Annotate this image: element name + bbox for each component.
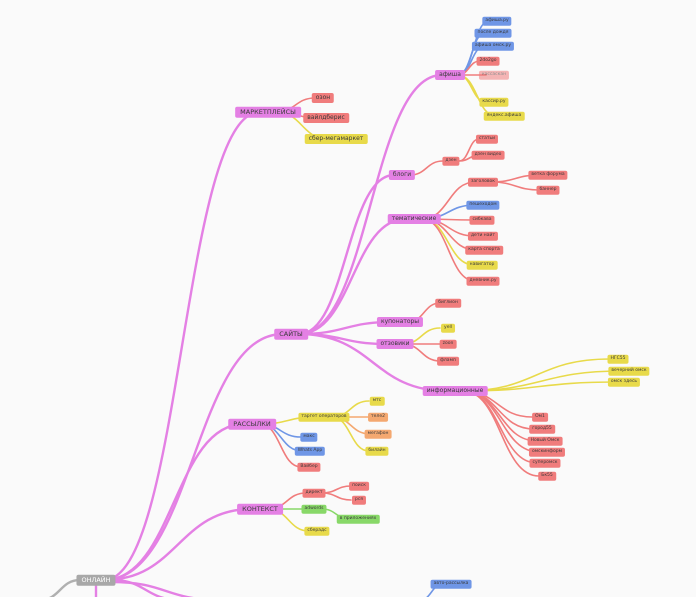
node-afisha-ru[interactable]: афиша.ру: [482, 16, 512, 26]
branch-mailings[interactable]: РАССЫЛКИ: [228, 418, 276, 430]
link-line: [409, 160, 444, 176]
node-otzoviki[interactable]: отзовики: [376, 339, 414, 349]
branch-context-ads[interactable]: КОНТЕКСТ: [237, 503, 283, 515]
node-maks[interactable]: макс: [300, 432, 318, 442]
link-line: [462, 390, 540, 477]
node-auto-rass[interactable]: авто-рассылка: [430, 579, 472, 589]
node-banner[interactable]: баннер: [536, 185, 560, 195]
link-line: [297, 173, 396, 336]
node-sberads[interactable]: сберадс: [304, 526, 330, 536]
branch-sites[interactable]: САЙТЫ: [274, 328, 308, 340]
node-gorod55[interactable]: город55: [529, 424, 555, 434]
link-line: [421, 218, 475, 266]
node-sber[interactable]: сбер-мегамаркет: [304, 134, 368, 144]
node-biglion[interactable]: биглион: [435, 298, 461, 308]
node-superomsk[interactable]: суперомск: [529, 458, 561, 468]
node-afisha-omsk[interactable]: афиша омск.ру: [471, 41, 515, 51]
node-karta-sporta[interactable]: карта спорта: [465, 245, 503, 255]
link-line: [102, 422, 246, 582]
node-zagolovok[interactable]: заголовок: [467, 177, 499, 187]
node-poisk[interactable]: поиск: [349, 481, 369, 491]
link-line: [297, 73, 444, 336]
node-blogs[interactable]: блоги: [388, 170, 416, 180]
node-wb[interactable]: вайлдберис: [303, 113, 349, 123]
node-sibkava[interactable]: сибкава: [469, 215, 495, 225]
node-novy-omsk[interactable]: Новый Омск: [527, 436, 563, 446]
node-vetka[interactable]: ветка форума: [528, 170, 568, 180]
node-bk55[interactable]: Бк55: [538, 471, 556, 481]
node-kassir-dim[interactable]: кассаскан: [478, 70, 510, 80]
node-peshehod[interactable]: пешеходом: [466, 200, 500, 210]
node-dnevnik[interactable]: дневник.ру: [466, 276, 500, 286]
node-vecherny[interactable]: вечерний омск: [608, 366, 650, 376]
node-zoon[interactable]: zoon: [439, 339, 457, 349]
node-posle[interactable]: после дождя: [474, 28, 512, 38]
node-navigator[interactable]: навигатор: [466, 260, 498, 270]
link-line: [102, 110, 262, 582]
node-target-op[interactable]: таргет операторов: [298, 412, 350, 422]
node-dzen-video[interactable]: дзен видео: [471, 150, 505, 160]
link-line: [457, 74, 497, 117]
node-kuponatory[interactable]: купонаторы: [376, 317, 424, 327]
link-line: [110, 578, 165, 597]
node-megafon[interactable]: мегафон: [364, 429, 392, 439]
root-node-onlain[interactable]: ОНЛАЙН: [76, 574, 116, 586]
node-twogo[interactable]: 2do2go: [476, 56, 500, 66]
node-flamp[interactable]: фламп: [437, 356, 459, 366]
node-stati[interactable]: статьи: [475, 134, 499, 144]
link-line: [321, 492, 352, 501]
node-yell[interactable]: yell: [441, 323, 455, 333]
node-kassir[interactable]: кассир.ру: [479, 97, 509, 107]
node-adwords[interactable]: adwords: [301, 504, 327, 514]
link-line: [48, 578, 82, 597]
node-omskinform[interactable]: омскинформ: [528, 447, 566, 457]
node-afisha[interactable]: афиша: [435, 70, 465, 80]
node-tematich[interactable]: тематические: [387, 214, 441, 224]
node-omsk-zdes[interactable]: омск здесь: [607, 377, 641, 387]
node-dzen[interactable]: дзен: [442, 156, 460, 166]
node-direct[interactable]: директ: [302, 488, 326, 498]
link-line: [102, 507, 254, 582]
node-viber[interactable]: Вайбер: [297, 462, 321, 472]
node-tele2[interactable]: теле2: [368, 412, 388, 422]
node-ngs55[interactable]: НГС55: [607, 354, 629, 364]
node-yandex-afisha[interactable]: яндекс.афиша: [483, 111, 525, 121]
link-line: [462, 390, 538, 464]
node-mts[interactable]: мтс: [369, 396, 385, 406]
node-om1[interactable]: Ом1: [532, 412, 548, 422]
link-line: [110, 580, 195, 597]
node-whatsapp[interactable]: Whats App: [294, 446, 326, 456]
branch-marketplaces[interactable]: МАРКЕТПЛЕЙСЫ: [235, 106, 301, 118]
link-line: [102, 332, 285, 582]
node-v-pril[interactable]: в приложениях: [336, 514, 380, 524]
link-line: [321, 485, 352, 494]
node-deti[interactable]: дети найт: [467, 231, 499, 241]
node-rsya[interactable]: рся: [351, 495, 367, 505]
link-line: [457, 32, 486, 76]
link-line: [490, 181, 541, 191]
node-inform[interactable]: информационные: [422, 386, 488, 396]
node-bilain[interactable]: билайн: [365, 446, 389, 456]
node-ozon[interactable]: озон: [311, 93, 335, 103]
